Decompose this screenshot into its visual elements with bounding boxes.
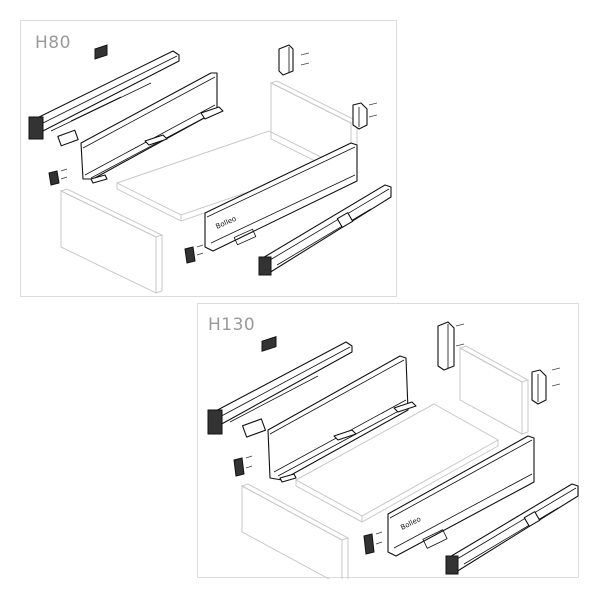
rear-bracket-right xyxy=(531,367,561,405)
right-drawer-side: Bolleo xyxy=(204,142,358,252)
front-fixing-bracket xyxy=(48,168,204,264)
front-panel xyxy=(59,188,164,294)
rear-bracket-left xyxy=(278,44,310,76)
front-fixing-bracket xyxy=(233,455,383,555)
right-drawer-side: Bolleo xyxy=(387,435,535,557)
panel-label-h130: H130 xyxy=(208,315,256,335)
drawer-exploded-view-h80: Bolleo xyxy=(28,44,392,294)
rear-bracket-left xyxy=(437,321,465,371)
left-drawer-side xyxy=(80,72,224,184)
back-panel xyxy=(458,345,530,435)
left-drawer-side xyxy=(267,355,417,483)
left-runner-rail xyxy=(28,44,180,147)
front-panel xyxy=(240,483,350,579)
drawer-bottom xyxy=(294,403,500,523)
right-runner-rail xyxy=(445,483,579,575)
right-runner-rail xyxy=(258,184,392,276)
diagram-panel-h80: H80 xyxy=(20,20,397,297)
drawer-exploded-view-h130: Bolleo xyxy=(207,321,579,579)
diagram-panel-h130: H130 xyxy=(197,303,579,579)
left-runner-rail xyxy=(207,335,353,438)
rear-bracket-right xyxy=(352,102,378,130)
panel-label-h80: H80 xyxy=(35,33,71,53)
